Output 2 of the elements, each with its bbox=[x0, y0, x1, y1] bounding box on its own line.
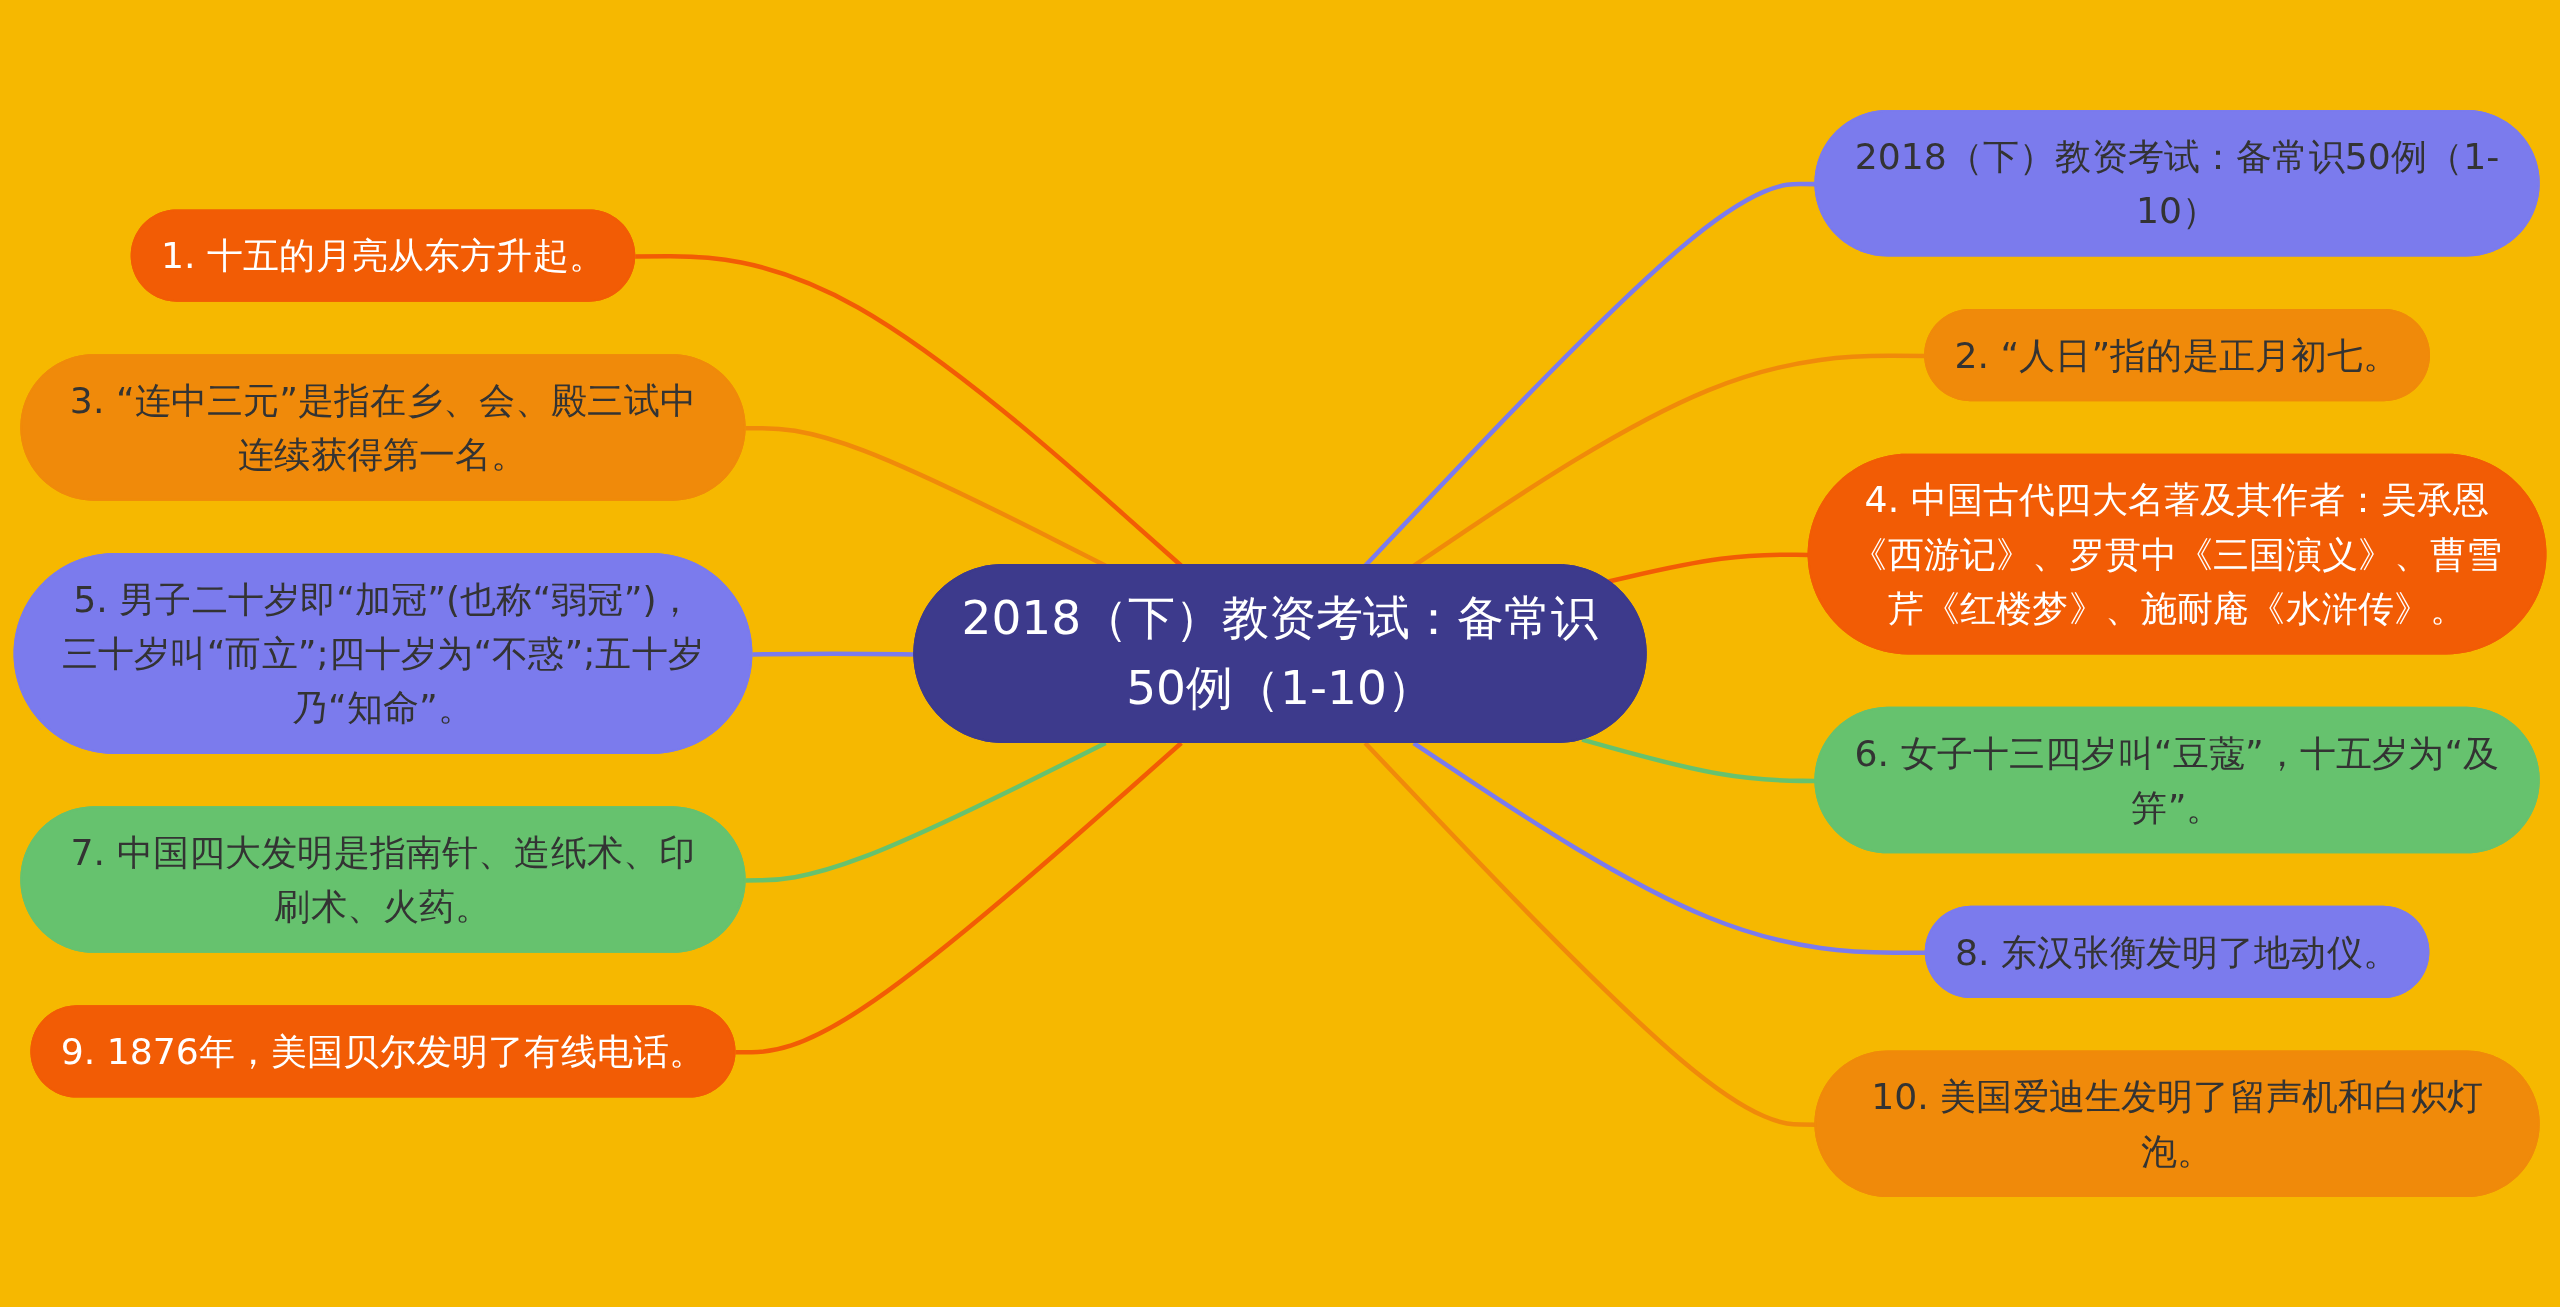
connector bbox=[745, 741, 1107, 883]
connector bbox=[735, 741, 1183, 1055]
